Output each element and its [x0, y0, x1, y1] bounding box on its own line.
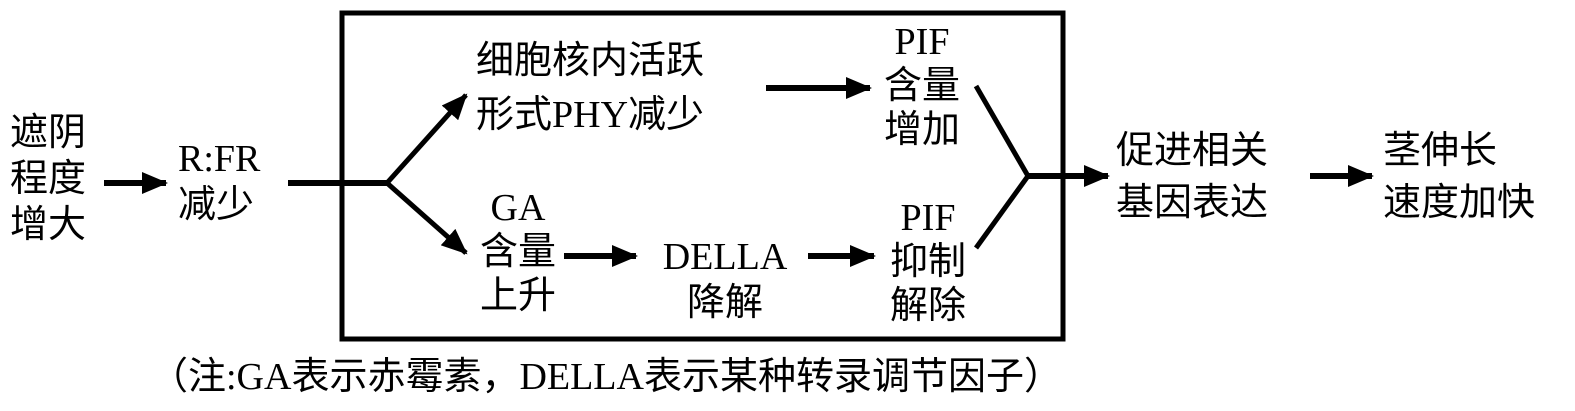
node-della-line: DELLA	[662, 236, 788, 278]
node-della: DELLA 降解	[642, 234, 808, 326]
node-stem: 茎伸长 速度加快	[1383, 128, 1535, 226]
node-pif-release-line: PIF	[900, 197, 956, 239]
node-shade-line: 增大	[10, 204, 87, 246]
node-phy-line: 细胞核内活跃	[476, 40, 705, 82]
node-pif-up: PIF 含量 增加	[872, 20, 972, 152]
node-pif-up-line: 增加	[883, 109, 960, 151]
merge-line-top	[973, 84, 1031, 178]
node-shade-line: 程度	[10, 158, 87, 200]
merge-line-bottom	[973, 174, 1031, 250]
node-ga-line: 含量	[479, 231, 556, 273]
node-pif-up-line: PIF	[894, 21, 950, 63]
node-rfr-line: R:FR	[178, 138, 261, 180]
node-pif-release: PIF 抑制 解除	[878, 196, 978, 328]
node-stem-line: 速度加快	[1383, 182, 1536, 224]
node-gene-line: 基因表达	[1116, 182, 1269, 224]
arrow-split-to-ga	[385, 181, 468, 255]
node-stem-line: 茎伸长	[1383, 130, 1498, 172]
node-rfr: R:FR 减少	[178, 136, 260, 228]
node-ga-line: GA	[490, 187, 546, 229]
node-phy: 细胞核内活跃 形式PHY减少	[476, 38, 704, 138]
node-ga: GA 含量 上升	[468, 186, 568, 318]
node-shade-line: 遮阴	[10, 112, 87, 154]
node-ga-line: 上升	[479, 275, 556, 317]
node-pif-release-line: 解除	[889, 285, 966, 327]
node-pif-up-line: 含量	[883, 65, 960, 107]
node-rfr-line: 减少	[178, 184, 255, 226]
node-shade: 遮阴 程度 增大	[10, 110, 86, 248]
node-pif-release-line: 抑制	[889, 241, 966, 283]
node-gene: 促进相关 基因表达	[1116, 128, 1268, 226]
node-gene-line: 促进相关	[1116, 130, 1269, 172]
node-della-line: 降解	[686, 282, 763, 324]
node-phy-line: 形式PHY减少	[476, 94, 705, 136]
footnote: （注:GA表示赤霉素，DELLA表示某种转录调节因子）	[150, 356, 1062, 398]
arrow-split-to-phy	[385, 93, 468, 185]
